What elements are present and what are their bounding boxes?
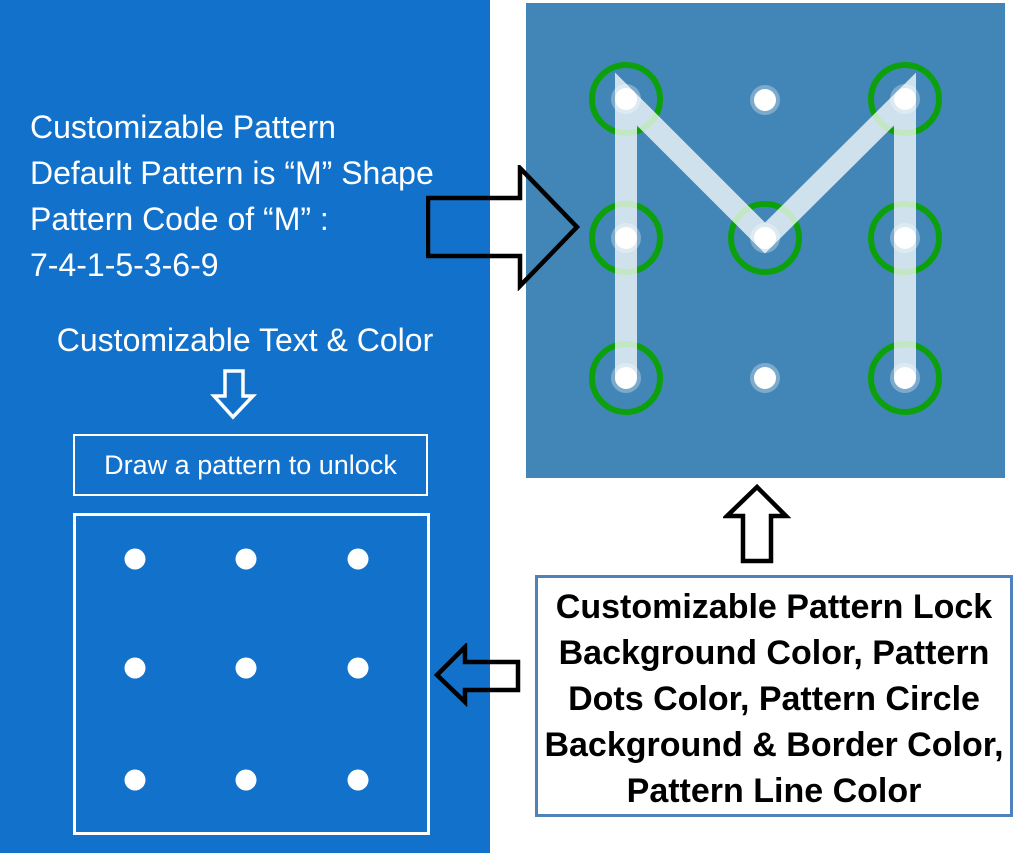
- pattern-dot: [754, 227, 776, 249]
- pattern-dot: [124, 769, 146, 791]
- pattern-dot: [347, 769, 369, 791]
- pattern-dot: [754, 89, 776, 111]
- pattern-dot: [894, 227, 916, 249]
- pattern-dot: [615, 227, 637, 249]
- pattern-dot: [235, 657, 257, 679]
- callout-line: Customizable Pattern Lock: [555, 588, 993, 626]
- up-arrow-icon: [723, 483, 791, 564]
- pattern-dot: [615, 367, 637, 389]
- pattern-dots: [611, 84, 920, 393]
- pattern-dot: [124, 548, 146, 570]
- description-line: Customizable Pattern: [30, 109, 336, 145]
- pattern-dot: [235, 548, 257, 570]
- callout-line: Pattern Line Color: [626, 772, 922, 810]
- down-arrow-icon: [210, 369, 258, 420]
- callout-line: Background & Border Color,: [544, 726, 1004, 764]
- right-arrow-icon: [426, 165, 580, 291]
- description-text: Customizable Pattern Default Pattern is …: [30, 104, 480, 288]
- pattern-input-pad[interactable]: [73, 513, 430, 835]
- callout-box: Customizable Pattern Lock Background Col…: [535, 575, 1013, 817]
- description-line: Default Pattern is “M” Shape: [30, 155, 434, 191]
- pattern-dot: [347, 548, 369, 570]
- pattern-dot: [347, 657, 369, 679]
- callout-line: Dots Color, Pattern Circle: [568, 680, 980, 718]
- app-screen-panel: Customizable Pattern Default Pattern is …: [0, 0, 490, 853]
- left-arrow-icon: [433, 643, 521, 707]
- description-line: Pattern Code of “M” :: [30, 201, 329, 237]
- pattern-code-text: 7-4-1-5-3-6-9: [30, 247, 219, 283]
- pattern-dot: [615, 88, 637, 110]
- pattern-drawing-layer: [589, 62, 942, 415]
- callout-line: Background Color, Pattern: [558, 634, 990, 672]
- pattern-dot: [754, 367, 776, 389]
- pattern-dot: [894, 88, 916, 110]
- subtitle-text: Customizable Text & Color: [56, 322, 434, 358]
- pattern-hint-box: Draw a pattern to unlock: [73, 434, 428, 496]
- pattern-dot: [124, 657, 146, 679]
- pattern-hint-label: Draw a pattern to unlock: [104, 449, 397, 480]
- pattern-dot: [235, 769, 257, 791]
- pattern-dots-layer: [124, 548, 369, 791]
- pattern-dot: [894, 367, 916, 389]
- pattern-lock-preview[interactable]: [526, 3, 1005, 478]
- touch-circle: [728, 201, 802, 275]
